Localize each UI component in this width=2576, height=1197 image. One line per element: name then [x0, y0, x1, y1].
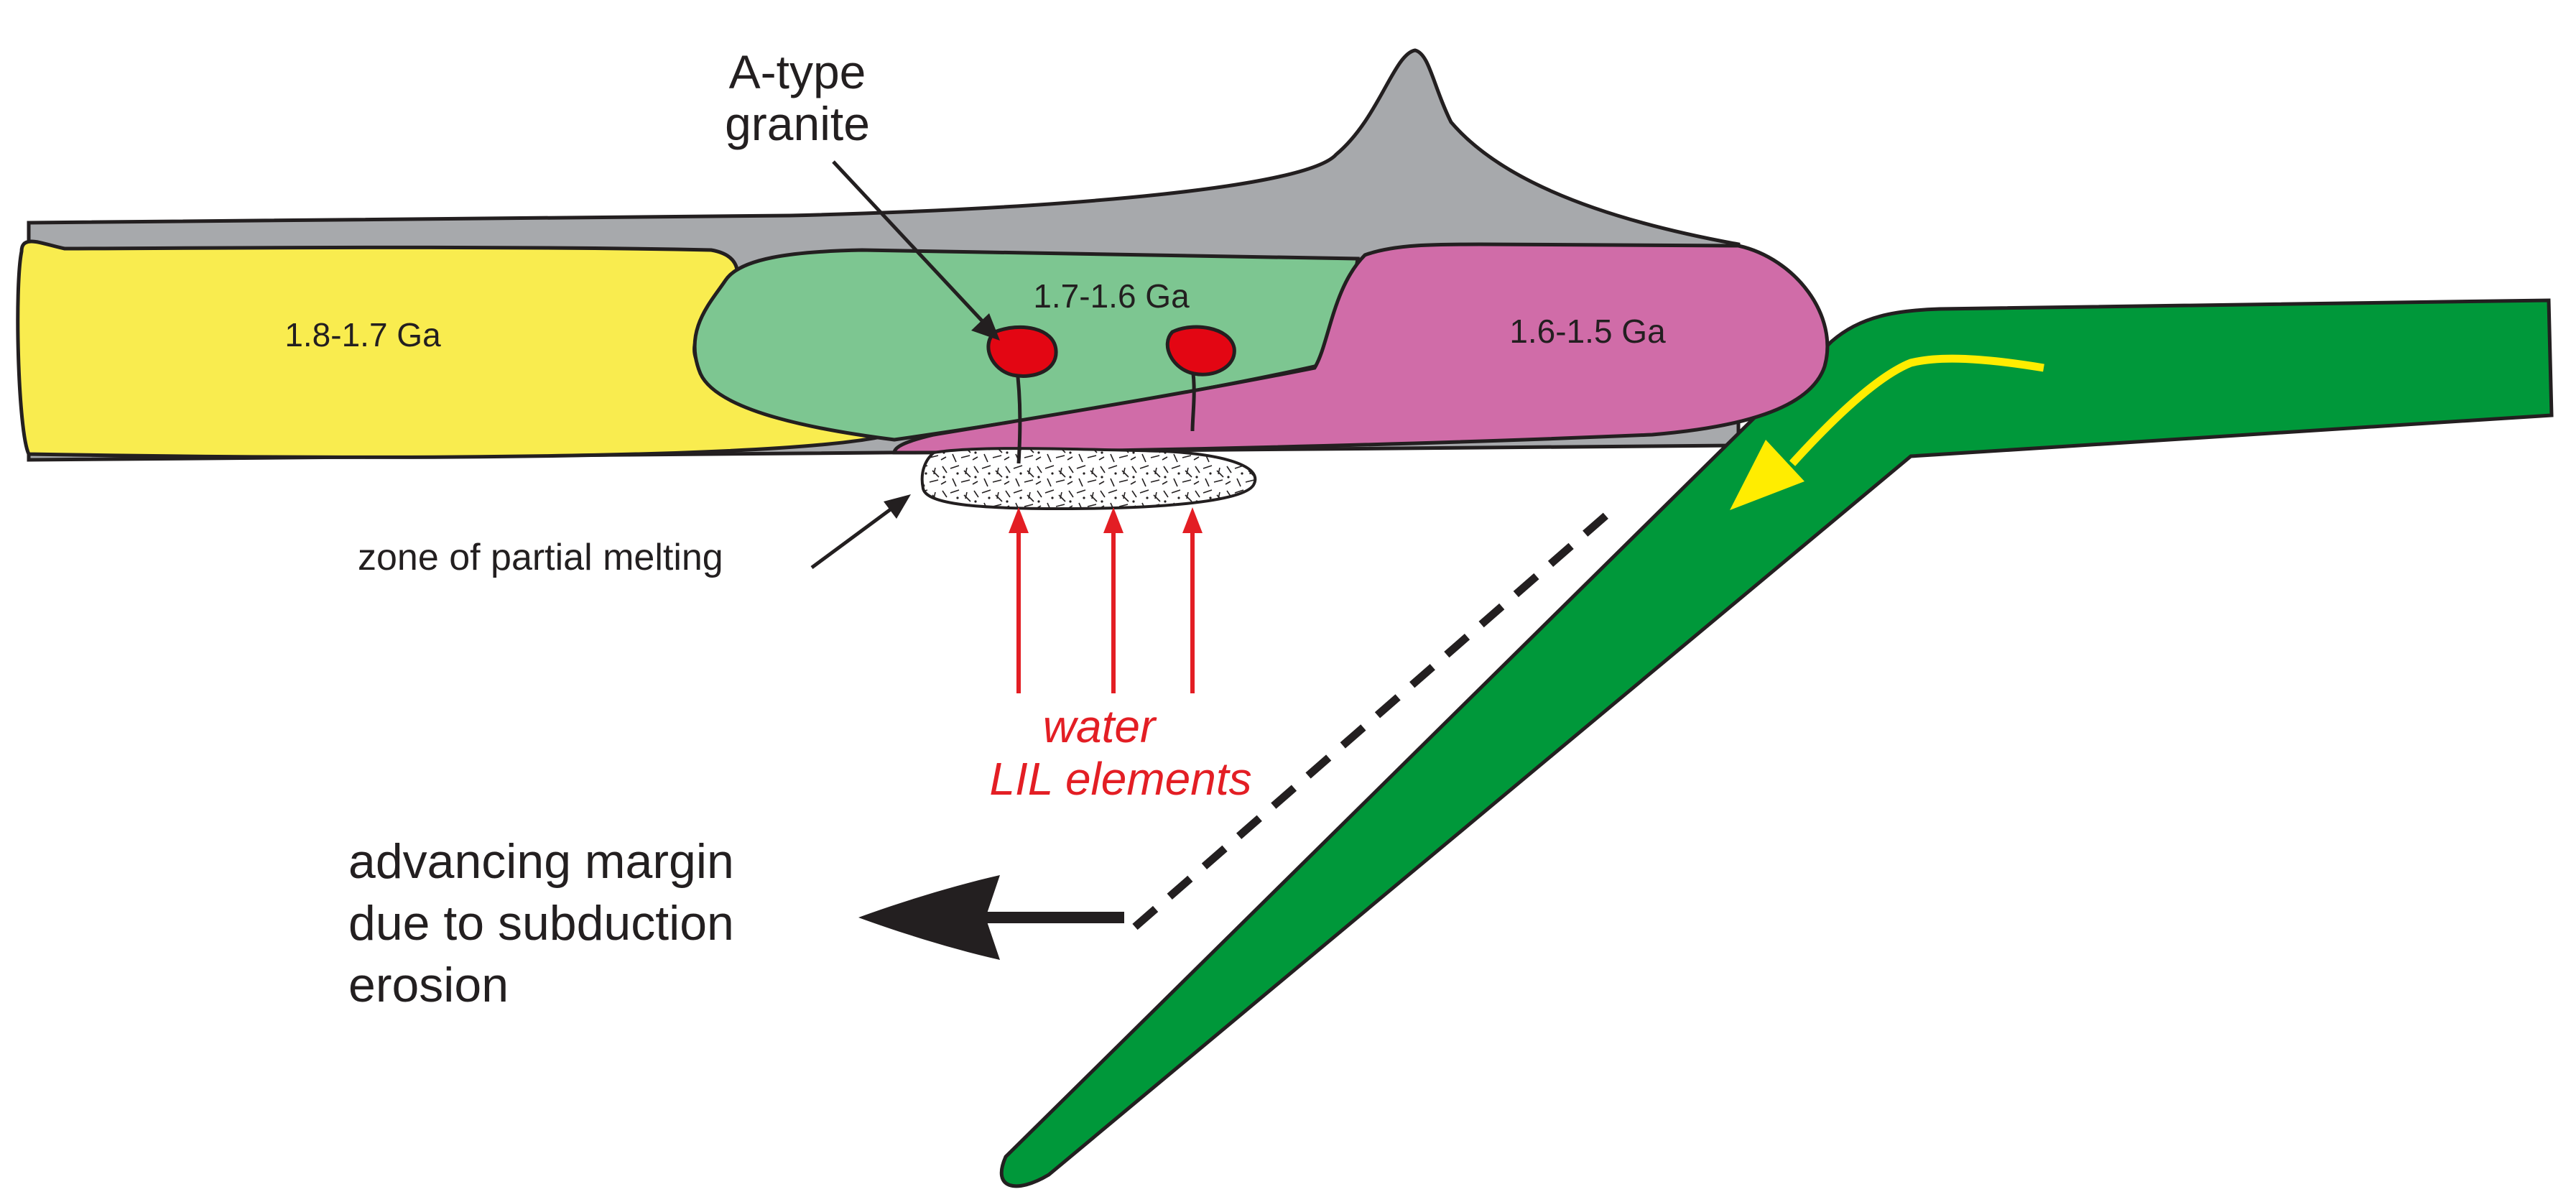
- former-margin-line: [1132, 503, 1619, 930]
- margin-label-line3: erosion: [348, 958, 509, 1012]
- melt-leader-head: [884, 494, 911, 519]
- granite-pluton-right: [1165, 325, 1236, 376]
- melt-zone-label: zone of partial melting: [358, 537, 723, 578]
- margin-label-line1: advancing margin: [348, 834, 734, 889]
- margin-label-line2: due to subduction: [348, 896, 734, 951]
- age-label-central: 1.7-1.6 Ga: [1033, 277, 1190, 315]
- granite-pluton-left: [986, 325, 1058, 378]
- curved-arrow-head: [1730, 440, 1804, 510]
- granite-label-line1: A-type: [729, 45, 866, 98]
- age-label-west: 1.8-1.7 Ga: [284, 316, 441, 353]
- agent-label-lil: LIL elements: [989, 753, 1251, 805]
- left-arrow-icon: [858, 875, 1000, 960]
- agent-label-water: water: [1043, 701, 1157, 752]
- granite-leader-line: [832, 160, 989, 328]
- granite-leader-head: [971, 313, 1000, 341]
- granite-feeder-right: [1190, 367, 1196, 432]
- age-label-east: 1.6-1.5 Ga: [1509, 313, 1666, 350]
- melt-leader-line: [810, 504, 896, 570]
- granite-label-line2: granite: [725, 97, 870, 150]
- fluid-arrows: [1009, 507, 1203, 693]
- curved-arrow-icon: [1789, 354, 2044, 466]
- block-east: [892, 242, 1830, 455]
- melt-zone: [920, 447, 1257, 511]
